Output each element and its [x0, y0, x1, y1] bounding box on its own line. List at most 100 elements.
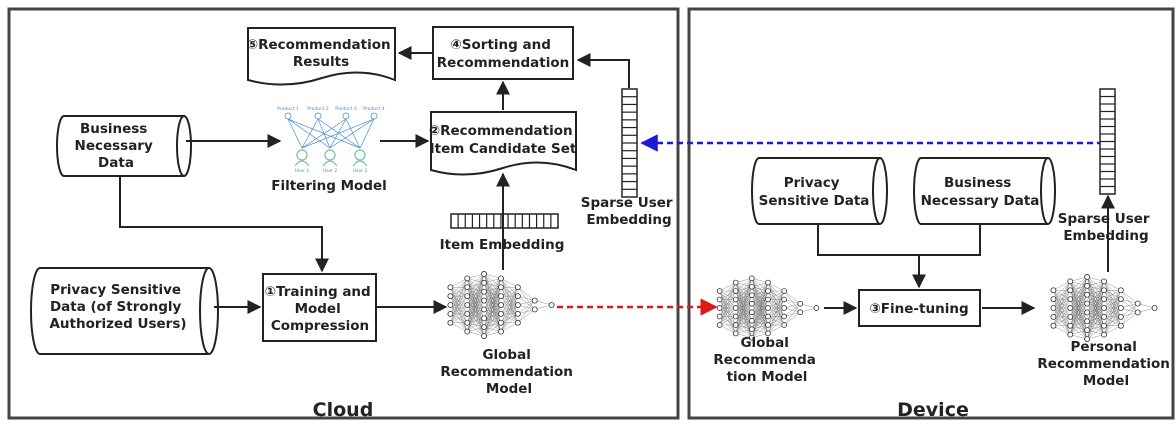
network-edge — [483, 313, 502, 337]
network-edge — [1053, 325, 1071, 335]
network-edge — [1053, 316, 1071, 326]
device-privacy-data-cylinder — [751, 157, 888, 225]
network-node — [1067, 322, 1074, 329]
network-edge — [767, 324, 785, 334]
recommendation-results-box — [247, 27, 396, 86]
network-node — [548, 302, 555, 308]
device-sparse-user-embedding-label: Sparse User Embedding — [1058, 211, 1155, 244]
filter-user-label: User 3 — [353, 168, 368, 174]
network-node — [464, 328, 471, 335]
filter-graph-edge — [301, 118, 375, 149]
network-edge — [517, 300, 535, 315]
network-edge — [467, 300, 485, 332]
network-edge — [1103, 316, 1121, 335]
network-edge — [500, 287, 519, 314]
network-node — [481, 271, 488, 277]
network-node — [481, 315, 488, 322]
network-edge — [751, 282, 769, 321]
filter-graph-edge — [359, 118, 375, 149]
network-edge — [1103, 290, 1122, 335]
network-edge — [735, 303, 753, 334]
network-node — [1084, 282, 1091, 289]
fine-tuning-box — [858, 289, 981, 327]
filter-user-label: User 1 — [295, 168, 310, 174]
network-node — [1101, 331, 1107, 338]
network-node — [1067, 296, 1074, 303]
network-node — [765, 288, 771, 294]
network-edge — [1053, 281, 1071, 291]
network-edge — [735, 295, 753, 334]
network-edge — [450, 296, 468, 323]
network-node — [464, 293, 471, 300]
network-edge — [450, 278, 468, 288]
network-edge — [450, 278, 468, 297]
filter-graph-edge — [345, 118, 361, 149]
cloud-privacy-data-cylinder-edge — [199, 267, 210, 355]
candidate-set-box — [430, 111, 577, 176]
network-edge — [767, 307, 785, 334]
filtering-model-label: Filtering Model — [271, 178, 387, 194]
network-node — [765, 330, 771, 337]
filter-user-body — [322, 160, 338, 167]
training-compression-label: ①Training and Model Compression — [265, 284, 376, 334]
network-edge — [483, 278, 502, 301]
network-edge — [1120, 303, 1138, 318]
network-edge — [719, 299, 736, 326]
network-node — [1134, 309, 1141, 316]
network-node — [498, 302, 504, 308]
network-node — [481, 324, 488, 331]
network-edge — [1103, 299, 1122, 335]
network-edge — [719, 282, 736, 317]
network-edge — [751, 282, 769, 296]
network-edge — [784, 312, 801, 326]
filter-user-head — [296, 149, 308, 161]
filter-graph-edge — [287, 118, 331, 149]
network-edge — [467, 273, 485, 288]
network-node — [716, 305, 723, 311]
cloud-business-data-cylinder-edge — [176, 115, 185, 177]
network-edge — [1086, 299, 1105, 340]
filter-graph-edge — [317, 118, 361, 149]
network-edge — [751, 316, 769, 338]
filter-product-node — [284, 112, 292, 120]
network-node — [498, 284, 504, 291]
network-node — [514, 293, 521, 300]
network-edge — [1070, 303, 1088, 335]
filter-user-head — [354, 149, 366, 161]
network-node — [765, 313, 771, 320]
network-node — [1067, 287, 1074, 294]
network-node — [797, 300, 804, 307]
network-node — [1117, 305, 1124, 311]
cloud-privacy-data-label: Privacy Sensitive Data (of Strongly Auth… — [49, 282, 186, 332]
network-node — [765, 296, 771, 303]
network-node — [797, 309, 804, 316]
network-edge — [1053, 281, 1071, 309]
network-node — [464, 319, 471, 326]
network-node — [749, 300, 755, 307]
network-edge — [500, 287, 519, 332]
network-node — [498, 310, 504, 317]
network-edge — [719, 282, 736, 309]
network-edge — [450, 313, 468, 323]
network-node — [781, 296, 787, 303]
network-edge — [450, 304, 468, 323]
network-edge — [719, 282, 736, 292]
network-node — [781, 288, 787, 294]
network-edge — [751, 282, 769, 304]
filter-user-head — [324, 149, 336, 161]
network-edge — [784, 290, 801, 304]
network-edge — [784, 303, 801, 317]
device-global-model-label: Global Recommenda tion Model — [713, 335, 820, 385]
network-edge — [500, 278, 518, 288]
network-edge — [719, 307, 736, 326]
network-node — [481, 306, 488, 313]
network-node — [749, 317, 755, 324]
network-edge — [483, 304, 502, 337]
network-node — [1084, 291, 1091, 298]
network-node — [732, 288, 739, 294]
network-edge — [483, 278, 502, 310]
network-edge — [483, 296, 502, 337]
network-edge — [1053, 281, 1071, 317]
network-edge — [484, 278, 502, 292]
network-node — [749, 334, 755, 341]
